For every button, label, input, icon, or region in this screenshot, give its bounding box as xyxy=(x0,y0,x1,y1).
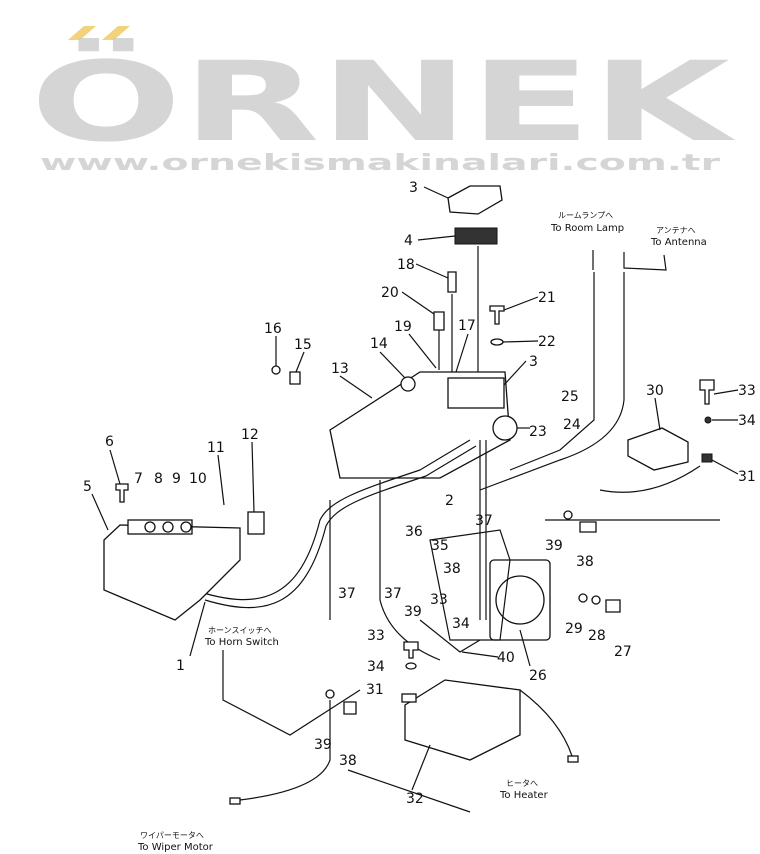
part-label: 26 xyxy=(529,668,547,684)
part-label: 38 xyxy=(443,561,461,577)
part-label: 30 xyxy=(646,383,664,399)
part-label: 7 xyxy=(134,471,143,487)
part-label: 36 xyxy=(405,524,423,540)
leader-lines xyxy=(91,186,739,791)
part-label: 13 xyxy=(331,361,349,377)
part-label: 24 xyxy=(563,417,581,433)
part-label: 37 xyxy=(338,586,356,602)
part-label: 12 xyxy=(241,427,259,443)
part-label: 6 xyxy=(105,434,114,450)
part-label: 28 xyxy=(588,628,606,644)
part-label: 29 xyxy=(565,621,583,637)
part-label: 27 xyxy=(614,644,632,660)
console-part xyxy=(103,524,241,621)
part-labels: 3 4 18 20 21 19 17 22 16 15 14 13 3 25 2… xyxy=(83,180,756,807)
part-label: 20 xyxy=(381,285,399,301)
part-label: 15 xyxy=(294,337,312,353)
part-label: 14 xyxy=(370,336,388,352)
relay-module-part xyxy=(627,427,689,471)
lamp-part xyxy=(492,415,518,441)
part-label: 19 xyxy=(394,319,412,335)
part-label: 18 xyxy=(397,257,415,273)
part-label: 34 xyxy=(367,659,385,675)
part-label: 31 xyxy=(366,682,384,698)
part-label: 37 xyxy=(384,586,402,602)
part-label: 40 xyxy=(497,650,515,666)
part-label: 4 xyxy=(404,233,413,249)
part-label: 11 xyxy=(207,440,225,456)
part-label: 21 xyxy=(538,290,556,306)
watermark-brand: ÖRNEK xyxy=(30,37,736,166)
antenna-jp: アンテナへ xyxy=(656,226,696,235)
antenna-label: To Antenna xyxy=(650,237,707,248)
part-label: 35 xyxy=(431,538,449,554)
fuse-box-part xyxy=(447,377,505,409)
part-label: 32 xyxy=(406,791,424,807)
part-label: 1 xyxy=(176,658,185,674)
watermark-accent-left xyxy=(68,26,96,40)
part-label: 2 xyxy=(445,493,454,509)
wiper-motor-jp: ワイパーモータへ xyxy=(140,831,204,840)
part-label: 9 xyxy=(172,471,181,487)
watermark-accent-right xyxy=(102,26,130,40)
watermark-url: www.ornekismakinalari.com.tr xyxy=(40,151,720,176)
part-label: 33 xyxy=(430,592,448,608)
part-label: 10 xyxy=(189,471,207,487)
part-label: 34 xyxy=(452,616,470,632)
part-label: 16 xyxy=(264,321,282,337)
cover-part xyxy=(447,185,503,215)
part-label: 3 xyxy=(529,354,538,370)
room-lamp-jp: ルームランプへ xyxy=(558,211,613,220)
part-label: 8 xyxy=(154,471,163,487)
heater-jp: ヒータへ xyxy=(506,779,538,788)
room-lamp-label: To Room Lamp xyxy=(550,223,624,234)
part-label: 22 xyxy=(538,334,556,350)
part-label: 5 xyxy=(83,479,92,495)
callouts: ルームランプへ To Room Lamp アンテナへ To Antenna ホー… xyxy=(137,211,707,853)
part-label: 33 xyxy=(738,383,756,399)
part-label: 39 xyxy=(545,538,563,554)
part-label: 25 xyxy=(561,389,579,405)
part-label: 38 xyxy=(576,554,594,570)
part-label: 23 xyxy=(529,424,547,440)
horn-switch-label: To Horn Switch xyxy=(204,637,279,648)
part-label: 33 xyxy=(367,628,385,644)
heater-label: To Heater xyxy=(499,790,549,801)
part-label: 31 xyxy=(738,469,756,485)
part-label: 38 xyxy=(339,753,357,769)
part-label: 39 xyxy=(314,737,332,753)
part-label: 17 xyxy=(458,318,476,334)
drawings xyxy=(103,185,720,813)
part-label: 37 xyxy=(475,513,493,529)
part-label: 34 xyxy=(738,413,756,429)
connector-part xyxy=(454,227,498,245)
controller-box-part xyxy=(404,679,521,761)
part-label: 39 xyxy=(404,604,422,620)
horn-switch-jp: ホーンスイッチへ xyxy=(208,626,271,635)
part-label: 3 xyxy=(409,180,418,196)
wiper-motor-label: To Wiper Motor xyxy=(137,842,214,853)
watermark: ÖRNEK www.ornekismakinalari.com.tr xyxy=(30,26,736,176)
